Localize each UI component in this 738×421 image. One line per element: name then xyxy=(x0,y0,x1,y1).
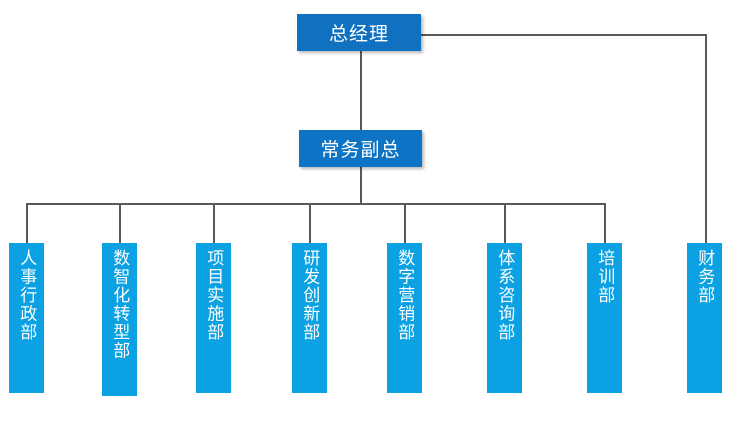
node-department-digital-marketing-label: 数字营销部 xyxy=(395,249,415,342)
connector-drop-dept-5 xyxy=(404,203,406,244)
node-department-rd-innovation-label: 研发创新部 xyxy=(300,249,320,342)
connector-drop-dept-7 xyxy=(604,203,606,244)
node-general-manager-label: 总经理 xyxy=(328,24,389,45)
connector-gm-to-finance-vertical xyxy=(705,34,707,245)
node-department-hr-administration-label: 人事行政部 xyxy=(17,249,37,342)
node-department-finance[interactable]: 财务部 xyxy=(687,243,722,393)
node-executive-vice-president[interactable]: 常务副总 xyxy=(299,130,422,167)
connector-drop-dept-6 xyxy=(504,203,506,244)
node-department-system-consulting-label: 体系咨询部 xyxy=(495,249,515,342)
node-department-digital-intelligence-transformation[interactable]: 数智化转型部 xyxy=(102,243,137,396)
node-department-project-implementation[interactable]: 项目实施部 xyxy=(196,243,231,393)
connector-gm-to-evp xyxy=(360,51,362,131)
node-department-system-consulting[interactable]: 体系咨询部 xyxy=(487,243,522,393)
node-executive-vice-president-label: 常务副总 xyxy=(320,140,401,161)
node-department-training[interactable]: 培训部 xyxy=(587,243,622,393)
connector-drop-dept-4 xyxy=(309,203,311,244)
connector-evp-stem xyxy=(360,167,362,204)
connector-drop-dept-3 xyxy=(213,203,215,244)
node-department-training-label: 培训部 xyxy=(595,249,615,305)
connector-gm-to-finance-horizontal xyxy=(421,34,707,36)
node-department-rd-innovation[interactable]: 研发创新部 xyxy=(292,243,327,393)
node-general-manager[interactable]: 总经理 xyxy=(297,14,421,51)
node-department-digital-marketing[interactable]: 数字营销部 xyxy=(387,243,422,393)
node-department-project-implementation-label: 项目实施部 xyxy=(204,249,224,342)
node-department-hr-administration[interactable]: 人事行政部 xyxy=(9,243,44,393)
connector-drop-dept-1 xyxy=(26,203,28,244)
connector-drop-dept-2 xyxy=(119,203,121,244)
node-department-finance-label: 财务部 xyxy=(695,249,715,305)
connector-department-bus xyxy=(26,203,606,205)
node-department-digital-intelligence-transformation-label: 数智化转型部 xyxy=(110,249,130,360)
